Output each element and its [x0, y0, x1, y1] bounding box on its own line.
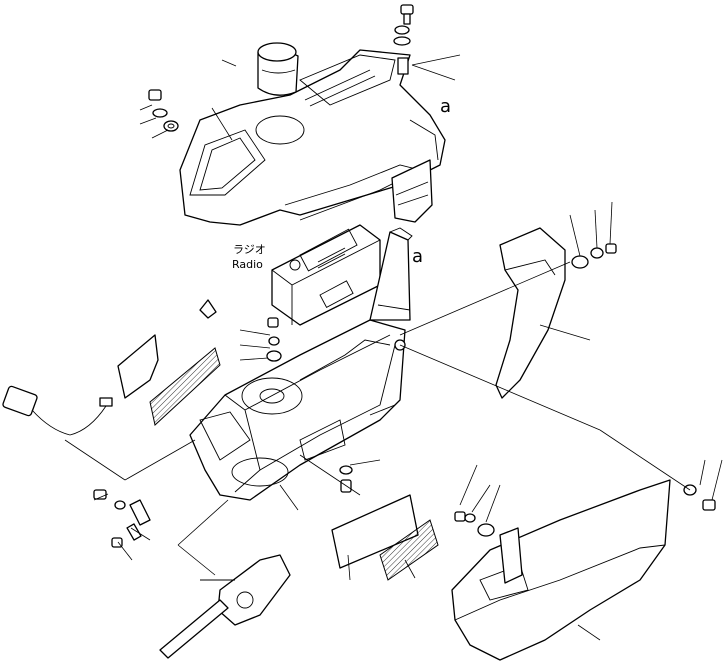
radio-unit [271, 224, 381, 326]
clip-small [199, 299, 217, 319]
bolt-lower-cover [454, 511, 466, 522]
washer-left-1 [152, 108, 168, 118]
hydraulic-lock-lever-knob [391, 159, 433, 223]
switch-harness [2, 385, 113, 436]
radio-label-jp: ラジオ [233, 243, 266, 256]
bolt-right-lower [702, 499, 716, 511]
spacer-top [397, 57, 409, 75]
left-cover-plate [149, 347, 221, 426]
console-frame [189, 319, 406, 501]
leader-lines [64, 54, 723, 641]
washer-lower-left [114, 500, 126, 510]
radio-label-en: Radio [232, 258, 263, 271]
bushing-lower-cover [477, 523, 495, 537]
lower-pad-2 [379, 519, 439, 581]
bolt-right-upper [605, 243, 617, 254]
washer-center-1 [268, 336, 280, 346]
bolt-lower-left-2 [111, 537, 123, 548]
right-side-bracket [499, 527, 523, 584]
lock-lever-post [369, 227, 413, 321]
bracket-plate [129, 499, 151, 526]
bolt-top-right [400, 4, 414, 25]
right-front-cover [495, 227, 566, 399]
washer-right-upper [590, 247, 604, 259]
bushing-right-upper [571, 255, 589, 269]
bolt-left-top [148, 89, 162, 101]
right-side-cover [451, 479, 671, 661]
left-trim-panel [117, 334, 159, 399]
lever-linkage [159, 554, 291, 659]
washer-center-lower [339, 465, 353, 475]
washer-lower-cover [464, 513, 476, 523]
ref-letter-a-post: a [412, 246, 423, 267]
washer-center-2 [266, 350, 282, 362]
washer-top-2 [393, 36, 411, 46]
cup-holder-insert [257, 42, 299, 96]
pin-small [126, 523, 142, 541]
bolt-center [267, 317, 279, 328]
washer-top-1 [394, 25, 410, 35]
ref-letter-a-top: a [440, 96, 451, 117]
console-top-cover [179, 49, 446, 226]
washer-left-2 [163, 120, 179, 132]
